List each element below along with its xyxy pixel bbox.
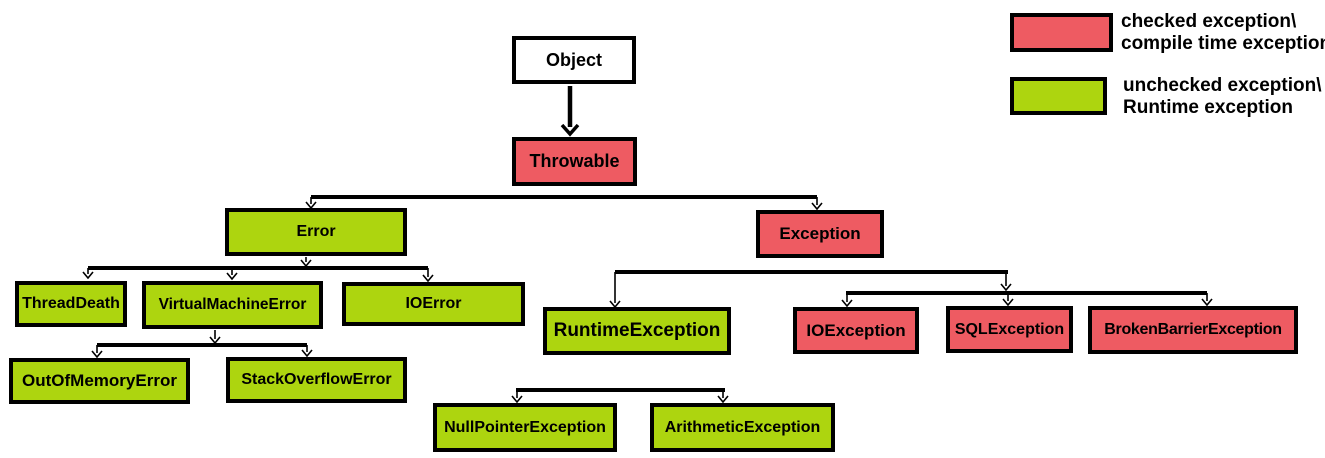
edge-arrowhead — [422, 274, 434, 283]
edge-arrowhead — [1000, 283, 1012, 292]
edge-arrowhead — [1002, 298, 1014, 307]
legend-checked-line1: checked exception\ — [1121, 11, 1297, 32]
node-io-error: IOError — [342, 282, 525, 326]
legend-checked-swatch — [1010, 13, 1113, 52]
edge-arrowhead — [226, 272, 238, 281]
node-virtual-machine-error: VirtualMachineError — [142, 281, 323, 329]
edge-arrowhead — [511, 395, 523, 404]
node-null-pointer-exception: NullPointerException — [433, 403, 617, 452]
edge-arrowhead — [300, 259, 312, 268]
node-stack-overflow-error: StackOverflowError — [226, 357, 407, 403]
node-object: Object — [512, 36, 636, 84]
legend-unchecked-line2: Runtime exception — [1123, 97, 1293, 118]
legend-unchecked-swatch — [1010, 77, 1107, 115]
edge-arrowhead — [717, 395, 729, 404]
node-io-exception: IOException — [793, 307, 919, 354]
node-throwable: Throwable — [512, 137, 637, 186]
edge-arrowhead — [1201, 298, 1213, 307]
edge-arrowhead — [91, 350, 103, 359]
node-exception: Exception — [756, 210, 884, 258]
node-runtime-exception: RuntimeException — [543, 307, 731, 355]
edge-arrowhead — [301, 349, 313, 358]
edge-arrowhead — [811, 202, 823, 211]
legend-unchecked-label: unchecked exception\ Runtime exception — [1123, 75, 1322, 119]
node-out-of-memory-error: OutOfMemoryError — [9, 358, 190, 404]
legend-checked-label: checked exception\ compile time exceptio… — [1121, 11, 1325, 55]
node-arithmetic-exception: ArithmeticException — [650, 403, 835, 452]
node-error: Error — [225, 208, 407, 256]
edge-arrowhead — [841, 299, 853, 308]
legend-checked-line2: compile time exception — [1121, 33, 1325, 54]
node-broken-barrier-exception: BrokenBarrierException — [1088, 306, 1298, 354]
edge-arrowhead — [209, 336, 221, 345]
edge-arrowhead — [82, 271, 94, 280]
legend-unchecked-line1: unchecked exception\ — [1123, 75, 1322, 96]
edge-main-arrowhead — [560, 123, 580, 137]
node-sql-exception: SQLException — [946, 306, 1073, 353]
node-thread-death: ThreadDeath — [15, 281, 127, 327]
